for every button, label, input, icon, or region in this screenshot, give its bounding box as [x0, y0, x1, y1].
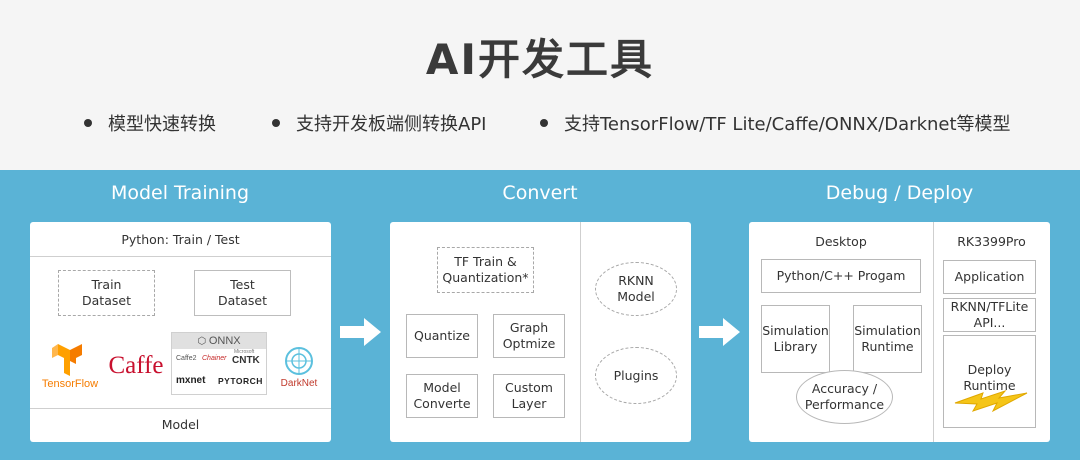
feature-text-2: 支持开发板端侧转换API — [296, 114, 487, 135]
rknn-model-oval: RKNN Model — [595, 262, 677, 316]
feature-text-1: 模型快速转换 — [108, 114, 216, 135]
onnx-header: ⬡ ONNX — [172, 333, 266, 349]
section-title-deploy: Debug / Deploy — [825, 182, 974, 204]
mxnet-logo: mxnet — [176, 375, 206, 386]
divider — [933, 222, 934, 442]
custom-layer-box: Custom Layer — [493, 374, 565, 418]
bullet-dot — [272, 119, 280, 127]
bullet-dot — [84, 119, 92, 127]
training-top-label: Python: Train / Test — [121, 232, 240, 247]
section-title-convert: Convert — [502, 182, 578, 204]
convert-card: TF Train & Quantization* Quantize Graph … — [390, 222, 691, 442]
feature-bullet-3: 支持TensorFlow/TF Lite/Caffe/ONNX/Darknet等… — [540, 110, 1011, 136]
divider — [30, 408, 331, 409]
divider — [580, 222, 581, 442]
tensorflow-icon — [52, 344, 82, 376]
graph-optmize-box: Graph Optmize — [493, 314, 565, 358]
python-program-box: Python/C++ Progam — [761, 259, 921, 293]
lightning-icon — [954, 389, 1028, 413]
deploy-runtime-box: Deploy Runtime — [943, 335, 1036, 428]
plugins-oval: Plugins — [595, 347, 677, 404]
section-title-training: Model Training — [110, 182, 250, 204]
darknet-icon — [285, 347, 313, 375]
pytorch-logo: PYTORCH — [218, 376, 263, 386]
train-dataset-box: Train Dataset — [58, 270, 155, 316]
onnx-label: ONNX — [208, 335, 241, 347]
desktop-label: Desktop — [815, 234, 867, 249]
board-label: RK3399Pro — [957, 234, 1026, 249]
accuracy-performance-oval: Accuracy / Performance — [796, 370, 893, 424]
simulation-library-box: Simulation Library — [761, 305, 830, 373]
onnx-icon: ⬡ — [197, 336, 209, 347]
application-box: Application — [943, 260, 1036, 294]
bullet-dot — [540, 119, 548, 127]
divider — [30, 256, 331, 257]
arrow-right-icon — [340, 318, 381, 346]
tensorflow-label: TensorFlow — [41, 378, 99, 390]
darknet-logo: DarkNet — [274, 346, 324, 392]
header-area — [0, 0, 1080, 170]
deploy-card: Desktop Python/C++ Progam Simulation Lib… — [749, 222, 1050, 442]
feature-bullet-2: 支持开发板端侧转换API — [272, 110, 486, 136]
caffe-logo: Caffe — [108, 352, 164, 379]
cntk-logo: CNTK — [232, 355, 260, 366]
chainer-logo: Chainer — [202, 355, 227, 362]
training-bottom-label: Model — [161, 417, 200, 432]
model-converte-box: Model Converte — [406, 374, 478, 418]
page-title: AI开发工具 — [425, 35, 655, 84]
quantize-box: Quantize — [406, 314, 478, 358]
tf-train-quantization-box: TF Train & Quantization* — [437, 247, 534, 293]
deploy-runtime-label: Deploy Runtime — [963, 362, 1016, 393]
feature-text-3: 支持TensorFlow/TF Lite/Caffe/ONNX/Darknet等… — [564, 114, 1011, 135]
darknet-label: DarkNet — [280, 378, 318, 389]
test-dataset-box: Test Dataset — [194, 270, 291, 316]
simulation-runtime-box: Simulation Runtime — [853, 305, 922, 373]
feature-bullet-1: 模型快速转换 — [84, 110, 216, 136]
caffe2-logo: Caffe2 — [176, 355, 197, 362]
onnx-group: ⬡ ONNX Caffe2 Chainer Microsoft CNTK mxn… — [171, 332, 267, 395]
rknn-api-box: RKNN/TFLite API... — [943, 298, 1036, 332]
microsoft-label: Microsoft — [234, 349, 255, 355]
arrow-right-icon — [699, 318, 740, 346]
tensorflow-logo: TensorFlow — [38, 340, 102, 396]
training-card: Python: Train / Test Train Dataset Test … — [30, 222, 331, 442]
